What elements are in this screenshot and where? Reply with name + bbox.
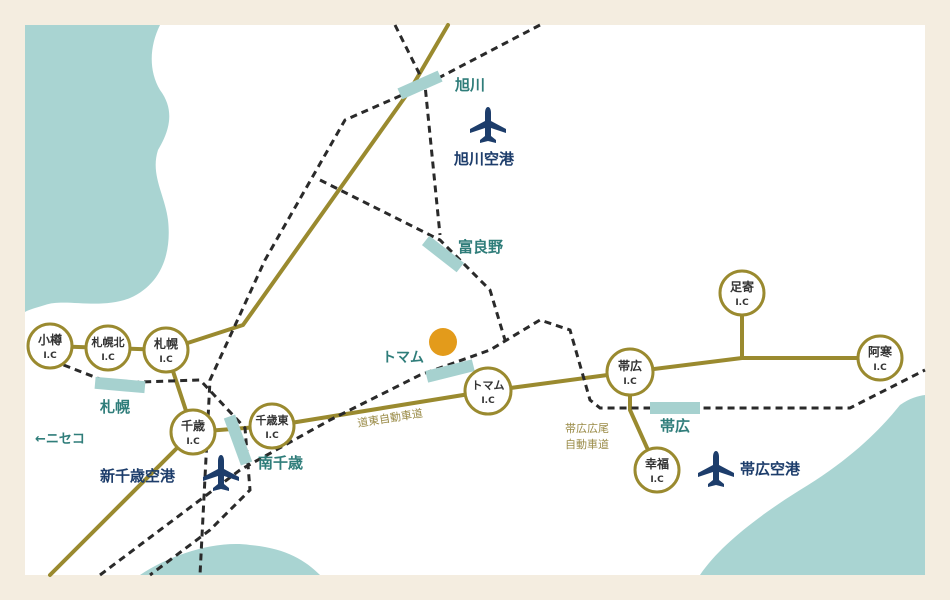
station-markers: 旭川 富良野 札幌 南千歳 トマム 帯広: [94, 70, 700, 472]
station-asahikawa: [397, 70, 443, 100]
station-tomamu: [425, 359, 475, 383]
airport-label-newchitose: 新千歳空港: [100, 467, 176, 485]
svg-text:I.C: I.C: [265, 431, 279, 441]
tomamu-resort-marker: [429, 328, 457, 356]
svg-text:I.C: I.C: [623, 377, 637, 387]
ic-obihiro: 帯広 I.C: [605, 347, 655, 397]
niseko-direction-label: ←ニセコ: [35, 432, 85, 447]
road-label-obihiro-hiroo-2: 自動車道: [565, 437, 609, 451]
svg-text:I.C: I.C: [481, 396, 495, 406]
sea-tokachi: [700, 395, 925, 575]
svg-text:千歳: 千歳: [181, 418, 205, 433]
rail-hakodate-main: [198, 23, 541, 576]
airport-label-asahikawa: 旭川空港: [453, 150, 515, 168]
station-obihiro: [650, 402, 700, 414]
ic-kofuku: 幸福 I.C: [633, 446, 681, 494]
svg-text:トマム: トマム: [472, 379, 505, 392]
interchange-markers: 小樽 I.C 札幌北 I.C 札幌 I.C 千歳 I.C 千歳東 I.C トマム…: [26, 269, 904, 494]
ic-chitosehigashi: 千歳東 I.C: [248, 402, 296, 450]
ic-akan: 阿寒 I.C: [856, 334, 904, 382]
airport-label-tokachi: 帯広空港: [740, 460, 801, 478]
svg-text:I.C: I.C: [159, 355, 173, 365]
ic-ashoro: 足寄 I.C: [718, 269, 766, 317]
ic-otaru: 小樽 I.C: [26, 322, 74, 370]
svg-text:阿寒: 阿寒: [868, 344, 892, 359]
land-area: [25, 25, 925, 575]
svg-text:I.C: I.C: [101, 353, 115, 363]
station-sapporo: [94, 376, 146, 394]
station-furano: [421, 235, 465, 273]
ic-chitose: 千歳 I.C: [169, 408, 217, 456]
road-label-obihiro-hiroo-1: 帯広広尾: [565, 422, 609, 435]
svg-text:千歳東: 千歳東: [256, 413, 290, 427]
ic-tomamu: トマム I.C: [463, 366, 513, 416]
svg-text:幸福: 幸福: [645, 456, 669, 471]
svg-text:札幌: 札幌: [153, 336, 178, 351]
sea-south: [140, 544, 320, 575]
svg-text:I.C: I.C: [43, 351, 57, 361]
rail-furano-line: [319, 178, 507, 341]
ic-sapporo: 札幌 I.C: [142, 326, 190, 374]
station-label-tomamu: トマム: [382, 350, 424, 366]
station-label-furano: 富良野: [458, 238, 503, 256]
station-label-obihiro: 帯広: [660, 417, 690, 435]
highway-dou-o: [164, 23, 450, 352]
svg-text:I.C: I.C: [186, 437, 200, 447]
station-label-sapporo: 札幌: [99, 398, 130, 416]
svg-text:帯広: 帯広: [618, 358, 642, 373]
svg-text:I.C: I.C: [735, 298, 749, 308]
svg-text:I.C: I.C: [650, 475, 664, 485]
station-label-minamichitose: 南千歳: [258, 454, 303, 472]
svg-text:札幌北: 札幌北: [91, 335, 125, 349]
svg-text:足寄: 足寄: [730, 279, 754, 294]
station-label-asahikawa: 旭川: [454, 76, 485, 94]
svg-text:I.C: I.C: [873, 363, 887, 373]
station-minamichitose: [223, 414, 253, 466]
sea-ishikari-bay: [25, 25, 170, 312]
svg-text:小樽: 小樽: [38, 332, 62, 347]
ic-sapporokita: 札幌北 I.C: [84, 324, 132, 372]
